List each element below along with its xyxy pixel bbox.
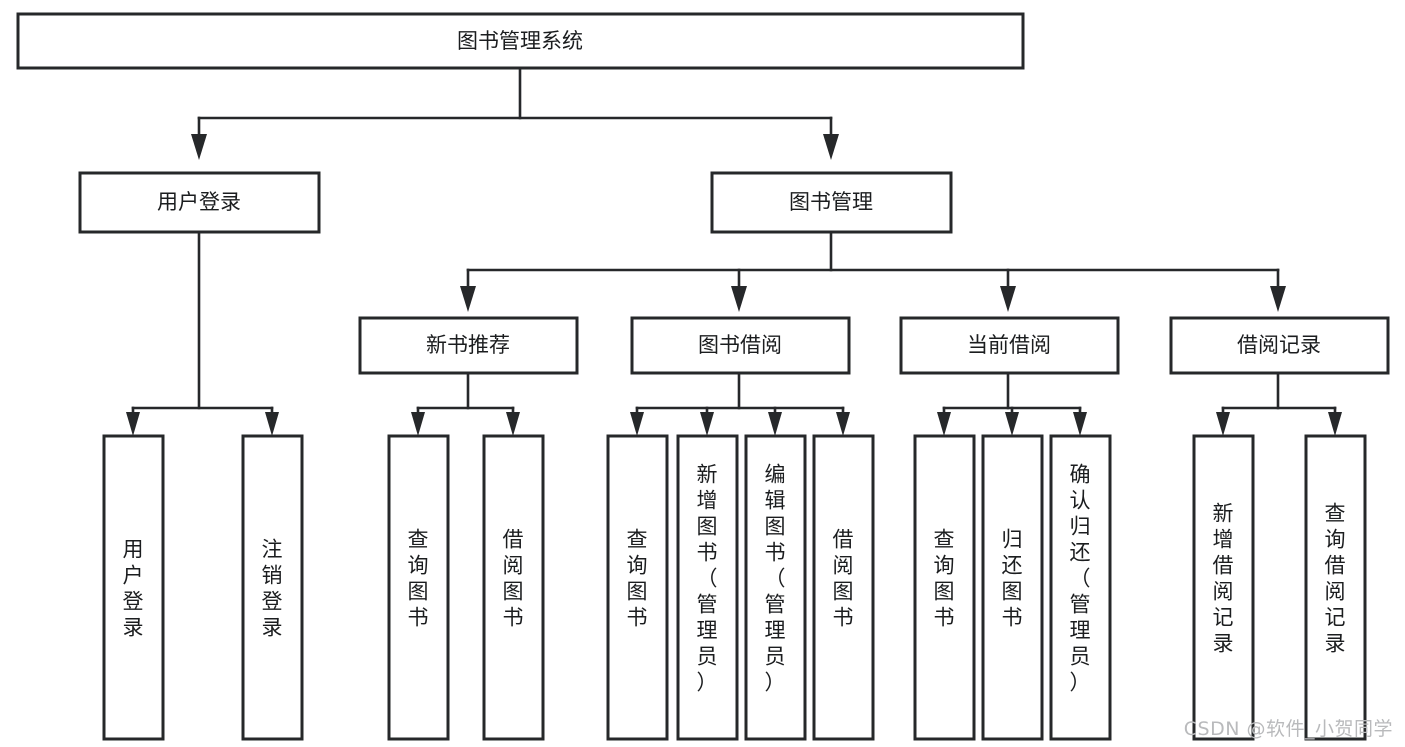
edge-group-userlogin-to-leaves bbox=[126, 230, 279, 436]
leaf-node-user-login[interactable]: 用户登录 bbox=[102, 434, 165, 741]
node-book-borrow[interactable]: 图书借阅 bbox=[630, 316, 851, 375]
edge-group-newbook-to-leaves bbox=[411, 371, 520, 436]
leaf-node-cb-query-book-label: 查询图书 bbox=[934, 527, 955, 629]
leaf-node-cb-confirm-return-admin-label: 确认归还（管理员） bbox=[1070, 462, 1091, 694]
arrow-head-nb-leaf-2 bbox=[506, 412, 520, 436]
node-current-borrow-box bbox=[899, 316, 1120, 375]
node-new-book-recommend-box bbox=[358, 316, 579, 375]
leaf-node-nb-borrow-book-box bbox=[482, 434, 545, 741]
edge-group-currentborrow-to-leaves bbox=[937, 371, 1087, 436]
node-borrow-record-label: 借阅记录 bbox=[1237, 333, 1321, 357]
arrow-head-leaf-logout bbox=[265, 412, 279, 436]
leaf-node-nb-query-book-label: 查询图书 bbox=[408, 527, 429, 629]
leaf-node-nb-query-book-box bbox=[387, 434, 450, 741]
leaf-node-bb-borrow-book[interactable]: 借阅图书 bbox=[812, 434, 875, 741]
arrow-head-bb-leaf-4 bbox=[836, 412, 850, 436]
arrow-head-bb-leaf-2 bbox=[700, 412, 714, 436]
leaf-node-cb-return-book-box bbox=[981, 434, 1044, 741]
arrow-head-cb-leaf-1 bbox=[937, 412, 951, 436]
arrow-head-nb-leaf-1 bbox=[411, 412, 425, 436]
leaf-node-logout-label: 注销登录 bbox=[262, 537, 283, 639]
arrow-head-new-book bbox=[460, 286, 476, 312]
leaf-node-cb-confirm-return-admin[interactable]: 确认归还（管理员） bbox=[1049, 434, 1112, 741]
node-borrow-record[interactable]: 借阅记录 bbox=[1169, 316, 1390, 375]
leaf-node-cb-query-book[interactable]: 查询图书 bbox=[913, 434, 976, 741]
leaf-node-bb-query-book-label: 查询图书 bbox=[627, 527, 648, 629]
leaf-node-bb-borrow-book-label: 借阅图书 bbox=[833, 527, 854, 629]
leaf-node-br-add-record-box bbox=[1192, 434, 1255, 741]
node-user-login-box bbox=[78, 171, 321, 234]
leaf-node-bb-add-book-admin-box bbox=[676, 434, 739, 741]
arrow-head-br-leaf-2 bbox=[1328, 412, 1342, 436]
node-root-label: 图书管理系统 bbox=[457, 29, 583, 53]
arrow-head-book-mgmt bbox=[823, 134, 839, 160]
leaf-node-nb-borrow-book-label: 借阅图书 bbox=[503, 527, 524, 629]
leaf-node-bb-edit-book-admin-box bbox=[744, 434, 807, 741]
arrow-head-user-login bbox=[191, 134, 207, 160]
node-new-book-recommend[interactable]: 新书推荐 bbox=[358, 316, 579, 375]
node-new-book-recommend-label: 新书推荐 bbox=[426, 333, 510, 357]
node-book-management-label: 图书管理 bbox=[789, 190, 873, 214]
leaf-node-br-add-record[interactable]: 新增借阅记录 bbox=[1192, 434, 1255, 741]
leaf-node-bb-query-book-box bbox=[606, 434, 669, 741]
node-book-management-box bbox=[710, 171, 953, 234]
edge-group-bookmgmt-to-level3 bbox=[460, 230, 1286, 312]
node-book-borrow-label: 图书借阅 bbox=[698, 333, 782, 357]
arrow-head-leaf-user-login bbox=[126, 412, 140, 436]
leaf-node-bb-edit-book-admin[interactable]: 编辑图书（管理员） bbox=[744, 434, 807, 741]
node-book-borrow-box bbox=[630, 316, 851, 375]
leaf-node-cb-return-book-label: 归还图书 bbox=[1002, 527, 1023, 629]
node-user-login-label: 用户登录 bbox=[157, 190, 241, 214]
leaf-node-logout-box bbox=[241, 434, 304, 741]
leaf-node-bb-add-book-admin-label: 新增图书（管理员） bbox=[697, 462, 718, 694]
leaf-node-user-login-label: 用户登录 bbox=[123, 537, 144, 639]
node-borrow-record-box bbox=[1169, 316, 1390, 375]
arrow-head-cb-leaf-2 bbox=[1005, 412, 1019, 436]
arrow-head-borrow-record bbox=[1270, 286, 1286, 312]
node-current-borrow[interactable]: 当前借阅 bbox=[899, 316, 1120, 375]
arrow-head-cb-leaf-3 bbox=[1073, 412, 1087, 436]
leaf-node-br-add-record-label: 新增借阅记录 bbox=[1213, 501, 1234, 655]
arrow-head-bb-leaf-1 bbox=[630, 412, 644, 436]
arrow-head-br-leaf-1 bbox=[1216, 412, 1230, 436]
leaf-node-bb-add-book-admin[interactable]: 新增图书（管理员） bbox=[676, 434, 739, 741]
leaf-node-br-query-record[interactable]: 查询借阅记录 bbox=[1304, 434, 1367, 741]
node-root-book-management-system[interactable]: 图书管理系统 bbox=[16, 12, 1025, 70]
node-book-management[interactable]: 图书管理 bbox=[710, 171, 953, 234]
leaf-node-br-query-record-label: 查询借阅记录 bbox=[1325, 501, 1346, 655]
edge-group-root-to-level2 bbox=[191, 66, 839, 160]
leaf-node-br-query-record-box bbox=[1304, 434, 1367, 741]
leaf-node-cb-query-book-box bbox=[913, 434, 976, 741]
arrow-head-current-borrow bbox=[1000, 286, 1016, 312]
arrow-head-bb-leaf-3 bbox=[768, 412, 782, 436]
edge-group-borrowrecord-to-leaves bbox=[1216, 371, 1342, 436]
leaf-node-nb-query-book[interactable]: 查询图书 bbox=[387, 434, 450, 741]
leaf-node-bb-query-book[interactable]: 查询图书 bbox=[606, 434, 669, 741]
leaf-node-user-login-box bbox=[102, 434, 165, 741]
node-root-box bbox=[16, 12, 1025, 70]
node-user-login[interactable]: 用户登录 bbox=[78, 171, 321, 234]
leaf-node-cb-confirm-return-admin-box bbox=[1049, 434, 1112, 741]
leaf-node-bb-edit-book-admin-label: 编辑图书（管理员） bbox=[765, 462, 786, 694]
edge-group-bookborrow-to-leaves bbox=[630, 371, 850, 436]
leaf-node-nb-borrow-book[interactable]: 借阅图书 bbox=[482, 434, 545, 741]
leaf-node-bb-borrow-book-box bbox=[812, 434, 875, 741]
arrow-head-book-borrow bbox=[731, 286, 747, 312]
leaf-node-logout[interactable]: 注销登录 bbox=[241, 434, 304, 741]
node-current-borrow-label: 当前借阅 bbox=[967, 333, 1051, 357]
leaf-node-cb-return-book[interactable]: 归还图书 bbox=[981, 434, 1044, 741]
